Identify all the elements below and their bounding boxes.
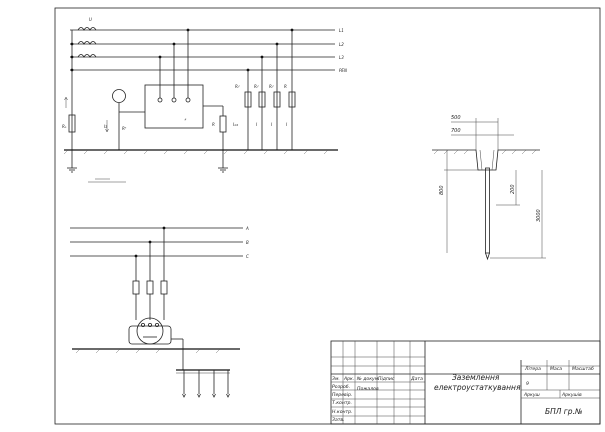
col-letter: Літера xyxy=(524,366,541,372)
top-scheme: L1 L2 L3 PEN U Rₒ ⚡ xyxy=(62,17,347,183)
dim-800: 800 xyxy=(439,185,445,195)
stamp-izm: Зм. xyxy=(332,376,340,382)
dim-500: 500 xyxy=(451,115,461,121)
label-i-c: I xyxy=(286,122,288,127)
label-iz: Iз xyxy=(104,124,107,129)
dim-3000: 3000 xyxy=(536,209,542,222)
row-approved: Затв. xyxy=(332,417,345,423)
dim-700: 700 xyxy=(451,128,461,134)
electrode-section: 500 700 800 200 3000 xyxy=(432,115,546,261)
insulation-resistors: Rᵢᶻ Rᵢᶻ Rᵢᶻ R I₁ᵢ₂ I I I xyxy=(233,28,296,150)
label-r-a: Rᵢᶻ xyxy=(235,84,240,89)
row-developed: Розроб. xyxy=(332,384,350,390)
label-l3: L3 xyxy=(339,55,344,60)
label-l2: L2 xyxy=(339,42,344,47)
label-r-b: Rᵢᶻ xyxy=(254,84,259,89)
stamp-doc: № докум. xyxy=(356,376,380,382)
motor-symbol xyxy=(128,317,183,345)
label-i-a: I xyxy=(256,122,258,127)
label-pen: PEN xyxy=(339,68,347,73)
ground-electrodes xyxy=(176,369,230,398)
stamp-date: Дата xyxy=(410,376,423,382)
col-scale: Масштаб xyxy=(572,366,594,372)
fault-symbol: ⚡ xyxy=(184,117,187,122)
label-i-b: I xyxy=(271,122,273,127)
sheets-label: Аркушів xyxy=(561,392,582,398)
label-r-side: R xyxy=(212,122,215,127)
label-r0: Rₒ xyxy=(62,124,67,129)
row-tcontrol: Т.контр. xyxy=(332,400,352,406)
label-a: A xyxy=(245,226,249,231)
developer-name: Пожалов xyxy=(357,386,379,392)
coil-label: U xyxy=(89,17,92,22)
drawing-title-1: Заземлення xyxy=(452,373,500,382)
row-ncontrol: Н.контр. xyxy=(332,409,353,415)
label-i-d: I₁ᵢ₂ xyxy=(233,122,238,127)
drawing-frame xyxy=(54,7,601,425)
dim-200: 200 xyxy=(510,184,516,194)
bottom-scheme: A B C xyxy=(70,226,249,398)
title-block: Зм. Арк. № докум. Підпис Дата Розроб. Пе… xyxy=(330,340,601,425)
ground-symbol-right xyxy=(218,167,228,173)
label-rh: Rʰ xyxy=(122,126,127,131)
row-checked: Перевір. xyxy=(332,392,352,398)
person-circle xyxy=(112,89,126,103)
transformer-coils: U xyxy=(77,17,97,58)
stamp-sign: Підпис xyxy=(378,376,395,382)
sheet-label: Аркуш xyxy=(523,392,541,398)
ground-symbol-left xyxy=(67,150,77,173)
drawing-title-2: електроустаткування xyxy=(434,383,521,392)
organization: БПЛ гр.№ xyxy=(545,407,583,416)
col-mass: Маса xyxy=(550,366,562,372)
resistor-r0 xyxy=(68,114,76,133)
label-b: B xyxy=(246,240,249,245)
label-c: C xyxy=(246,254,249,259)
sheet-number: 9 xyxy=(526,381,529,387)
label-l1: L1 xyxy=(339,28,344,33)
ground-rod xyxy=(485,167,490,254)
label-r-d: R xyxy=(284,84,287,89)
stamp-ark: Арк. xyxy=(343,376,354,382)
label-r-c: Rᵢᶻ xyxy=(269,84,274,89)
